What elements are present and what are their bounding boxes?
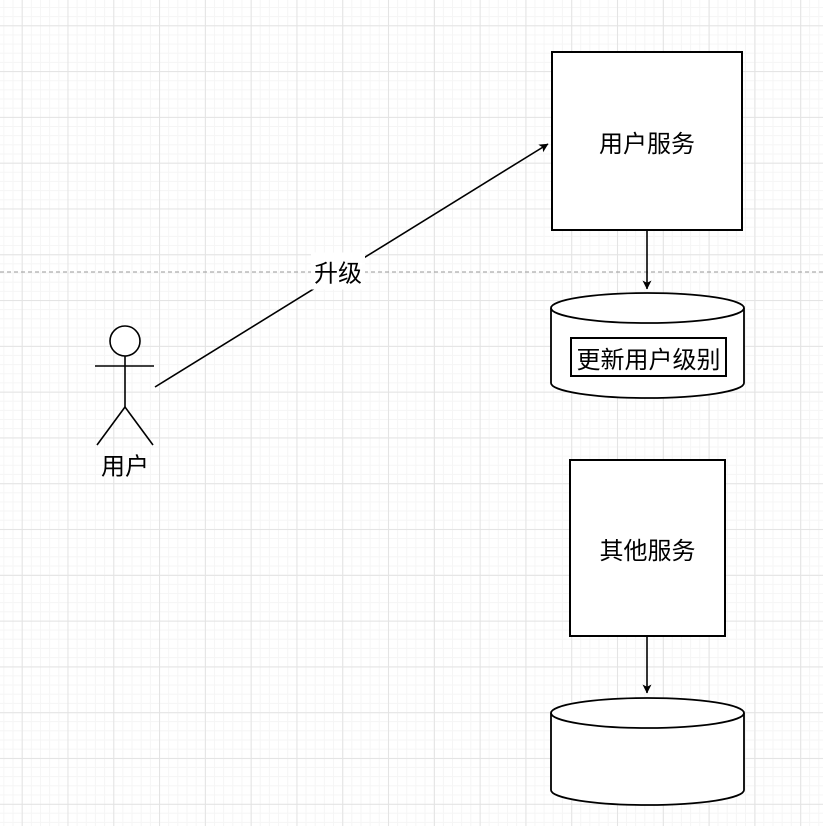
database-other-db[interactable] [550,697,745,806]
user-db-inner-label-box[interactable]: 更新用户级别 [570,337,727,377]
actor-caption-text: 用户 [101,453,149,481]
actor-caption: 用户 [101,447,149,482]
cylinder-top-rim [550,712,745,729]
cylinder-top-rim [550,307,745,324]
node-user-service-label: 用户服务 [599,130,695,158]
node-other-service[interactable]: 其他服务 [569,459,726,637]
edge-upgrade-label[interactable]: 升级 [311,252,365,290]
edge-upgrade-label-text: 升级 [314,260,362,288]
user-db-label: 更新用户级别 [576,346,721,374]
cylinder-body [550,697,745,806]
node-other-service-label: 其他服务 [599,537,696,565]
actor-leg-left [96,406,126,446]
actor-head [109,325,141,357]
actor-figure[interactable] [95,325,154,446]
actor-leg-right [124,406,154,446]
node-user-service[interactable]: 用户服务 [551,51,743,231]
